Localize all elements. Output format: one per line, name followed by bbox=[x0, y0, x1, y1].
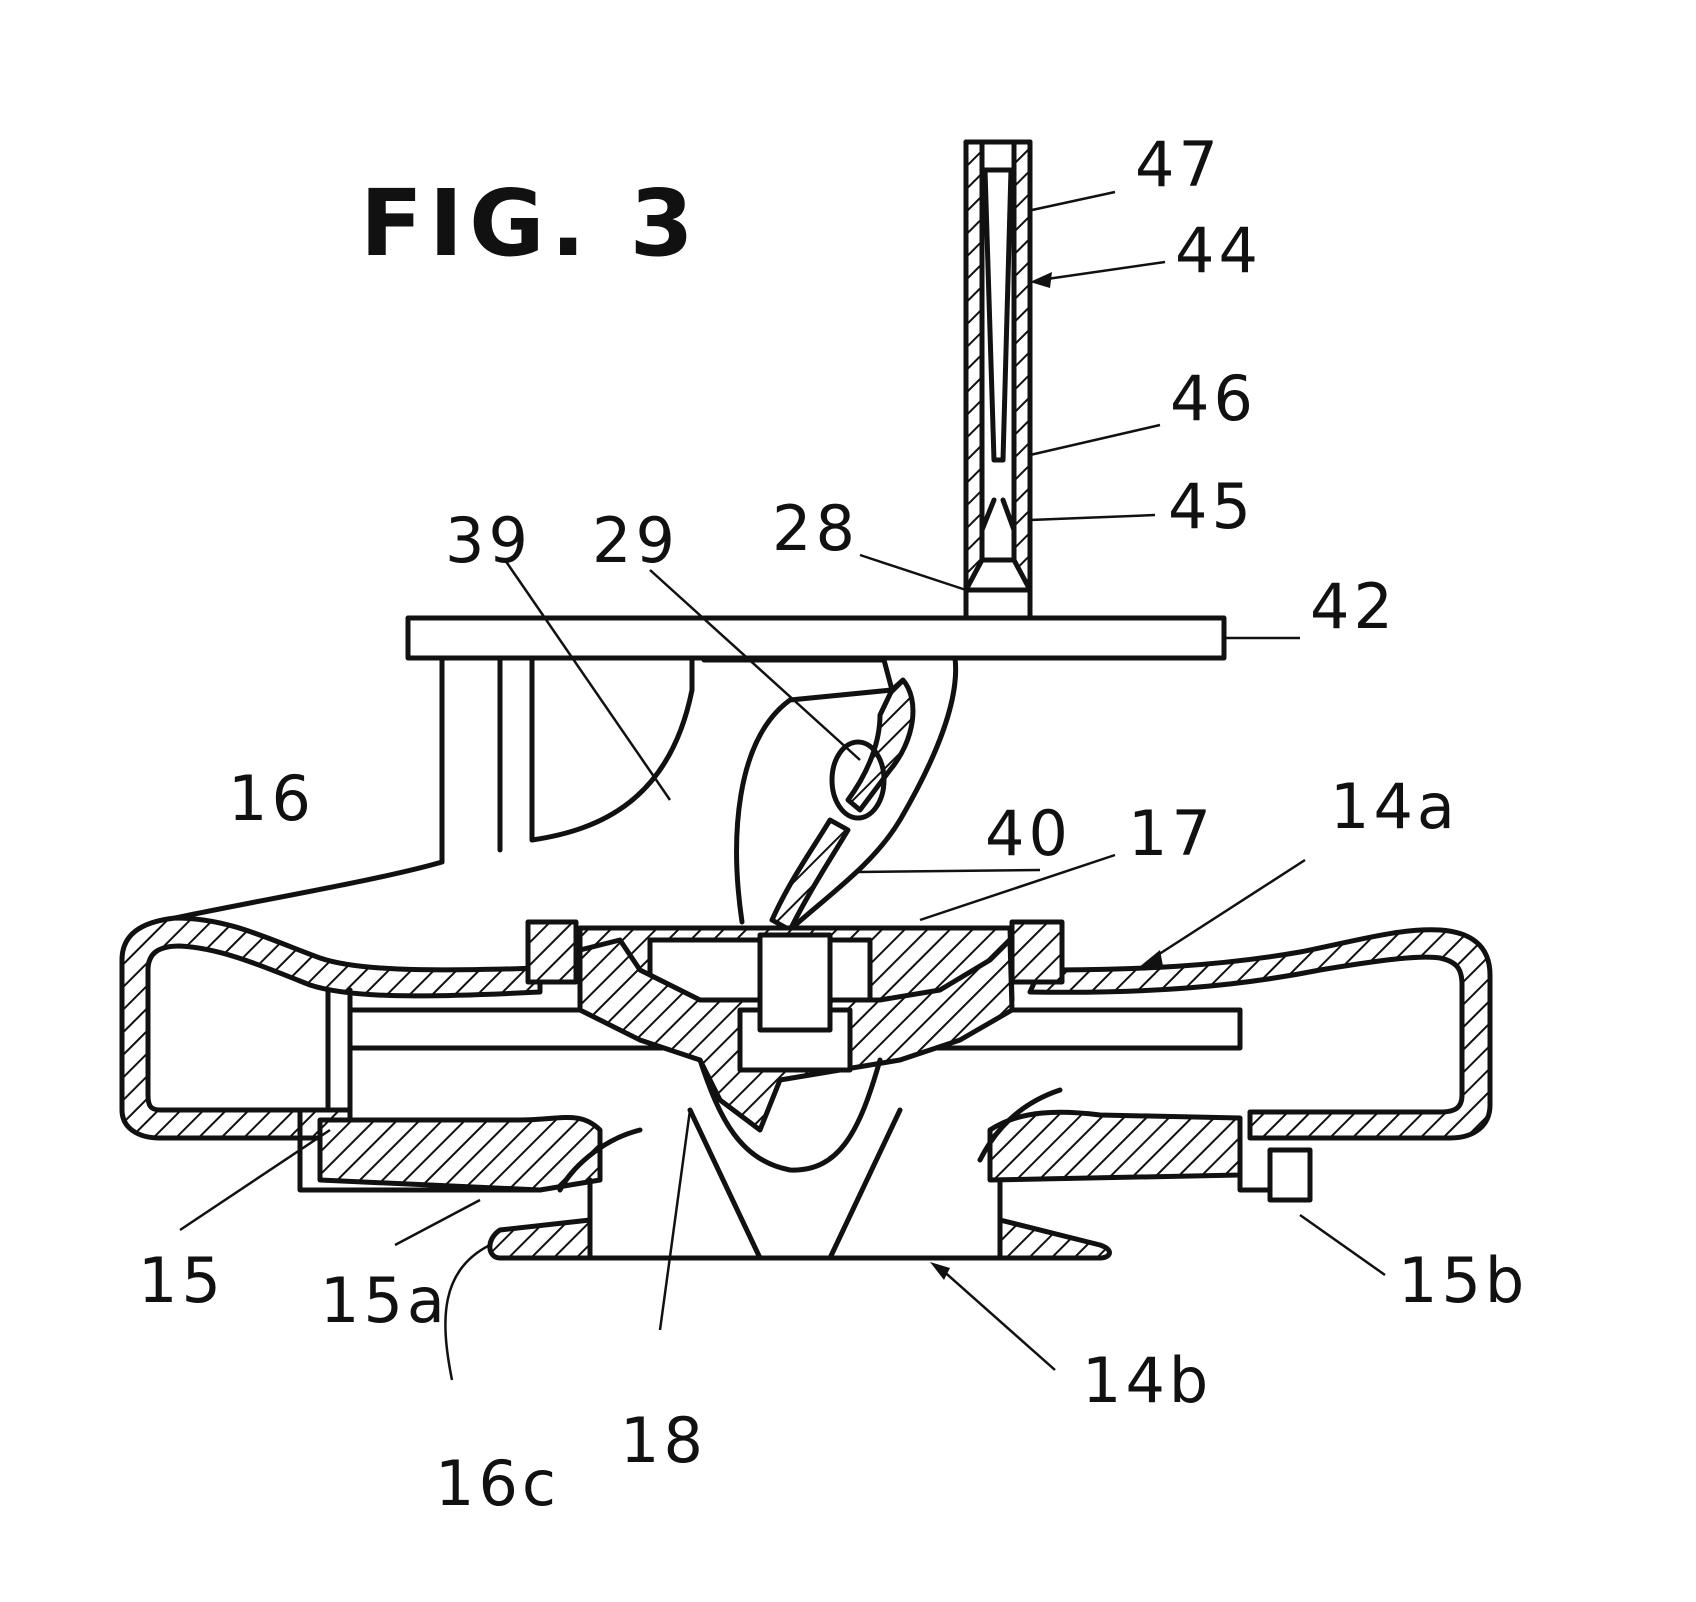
label-44: 44 bbox=[1175, 214, 1262, 287]
plate-42 bbox=[408, 618, 1224, 658]
label-46: 46 bbox=[1170, 362, 1257, 435]
label-45: 45 bbox=[1168, 470, 1255, 543]
label-40: 40 bbox=[985, 797, 1072, 870]
label-18: 18 bbox=[620, 1404, 707, 1477]
figure-title: FIG. 3 bbox=[360, 170, 700, 277]
label-15b: 15b bbox=[1398, 1244, 1528, 1317]
label-14b: 14b bbox=[1082, 1344, 1212, 1417]
label-17: 17 bbox=[1128, 797, 1215, 870]
label-29: 29 bbox=[592, 504, 679, 577]
label-15a: 15a bbox=[320, 1264, 449, 1337]
tube-44 bbox=[966, 142, 1030, 618]
label-16c: 16c bbox=[435, 1447, 560, 1520]
label-28: 28 bbox=[772, 492, 859, 565]
impeller bbox=[300, 1060, 1310, 1258]
label-39: 39 bbox=[445, 504, 532, 577]
label-16: 16 bbox=[228, 762, 315, 835]
label-47: 47 bbox=[1135, 128, 1222, 201]
cover-17 bbox=[528, 922, 1062, 1130]
label-42: 42 bbox=[1310, 570, 1397, 643]
label-15: 15 bbox=[138, 1244, 225, 1317]
label-14a: 14a bbox=[1330, 770, 1459, 843]
